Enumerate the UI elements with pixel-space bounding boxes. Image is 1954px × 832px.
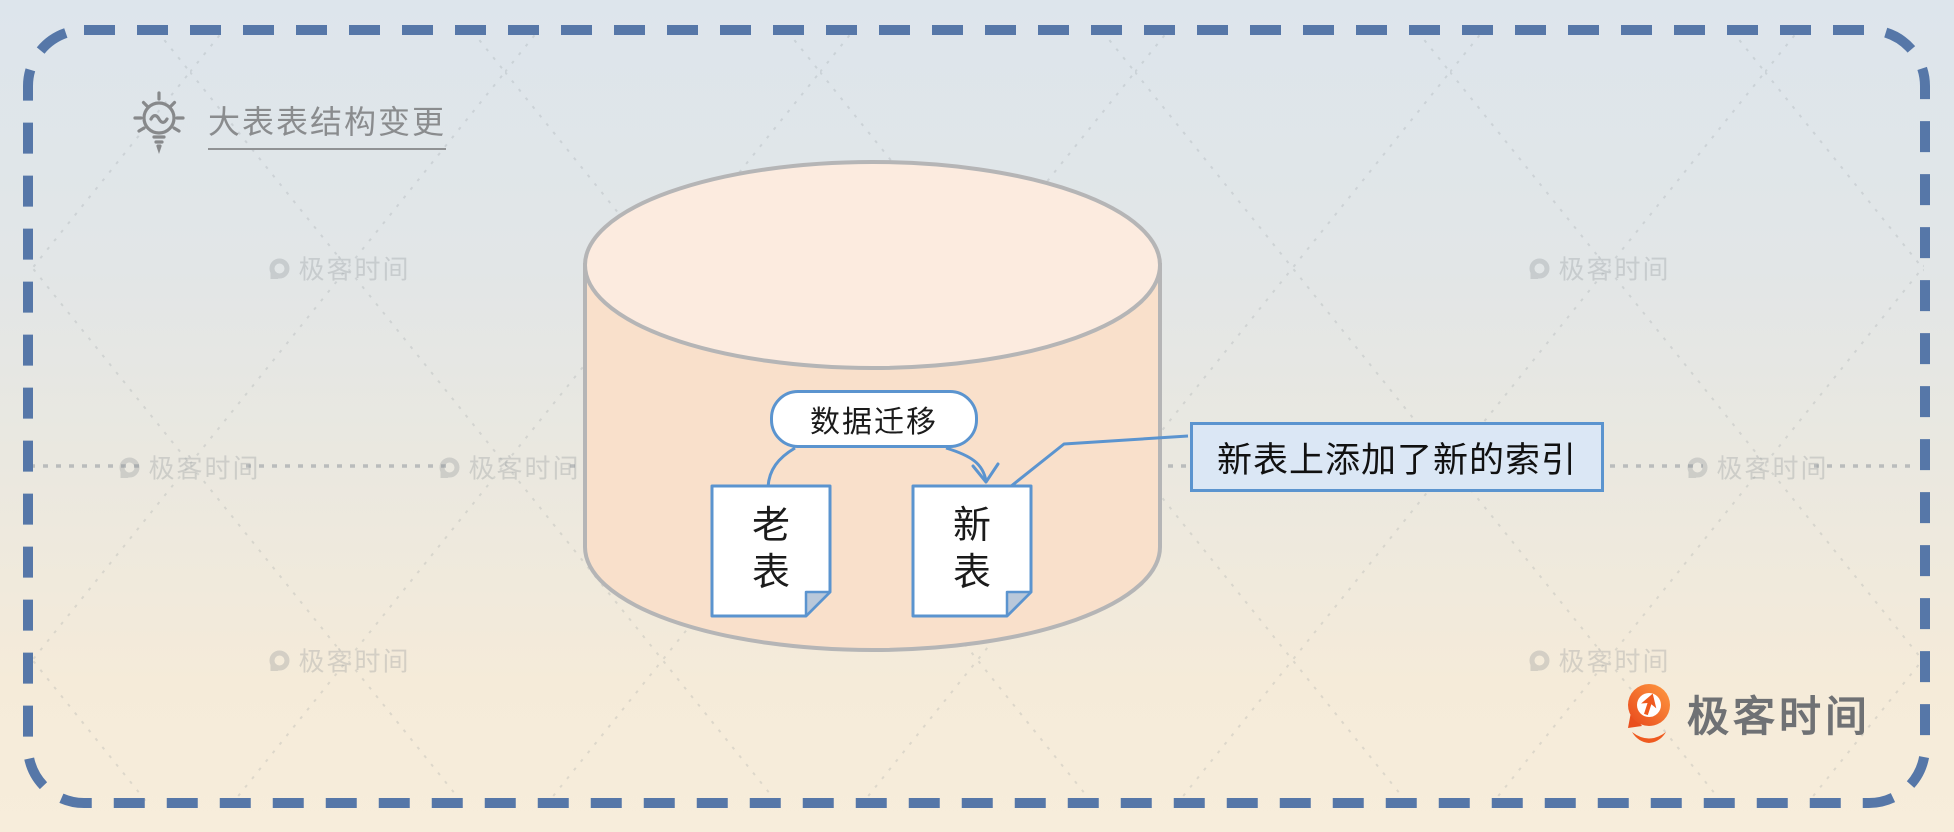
geektime-logo: 极客时间 (1626, 682, 1871, 744)
new-table-label: 新 表 (913, 488, 1031, 612)
new-table-line2: 表 (952, 552, 991, 594)
new-table-line1: 新 (952, 505, 991, 547)
callout-box: 新表上添加了新的索引 (1190, 422, 1604, 492)
title-text: 大表表结构变更 (208, 97, 447, 150)
lightbulb-icon (133, 91, 185, 155)
geektime-pin-icon (1628, 684, 1670, 743)
old-table-label: 老 表 (712, 488, 830, 612)
old-table-line1: 老 (751, 505, 790, 547)
page-title: 大表表结构变更 (128, 90, 447, 156)
migration-label: 数据迁移 (810, 406, 938, 439)
old-table-line2: 表 (751, 552, 790, 594)
cylinder-top (583, 160, 1162, 370)
callout-text: 新表上添加了新的索引 (1216, 440, 1577, 480)
logo-text: 极客时间 (1687, 692, 1872, 740)
migration-bubble: 数据迁移 (770, 390, 978, 448)
